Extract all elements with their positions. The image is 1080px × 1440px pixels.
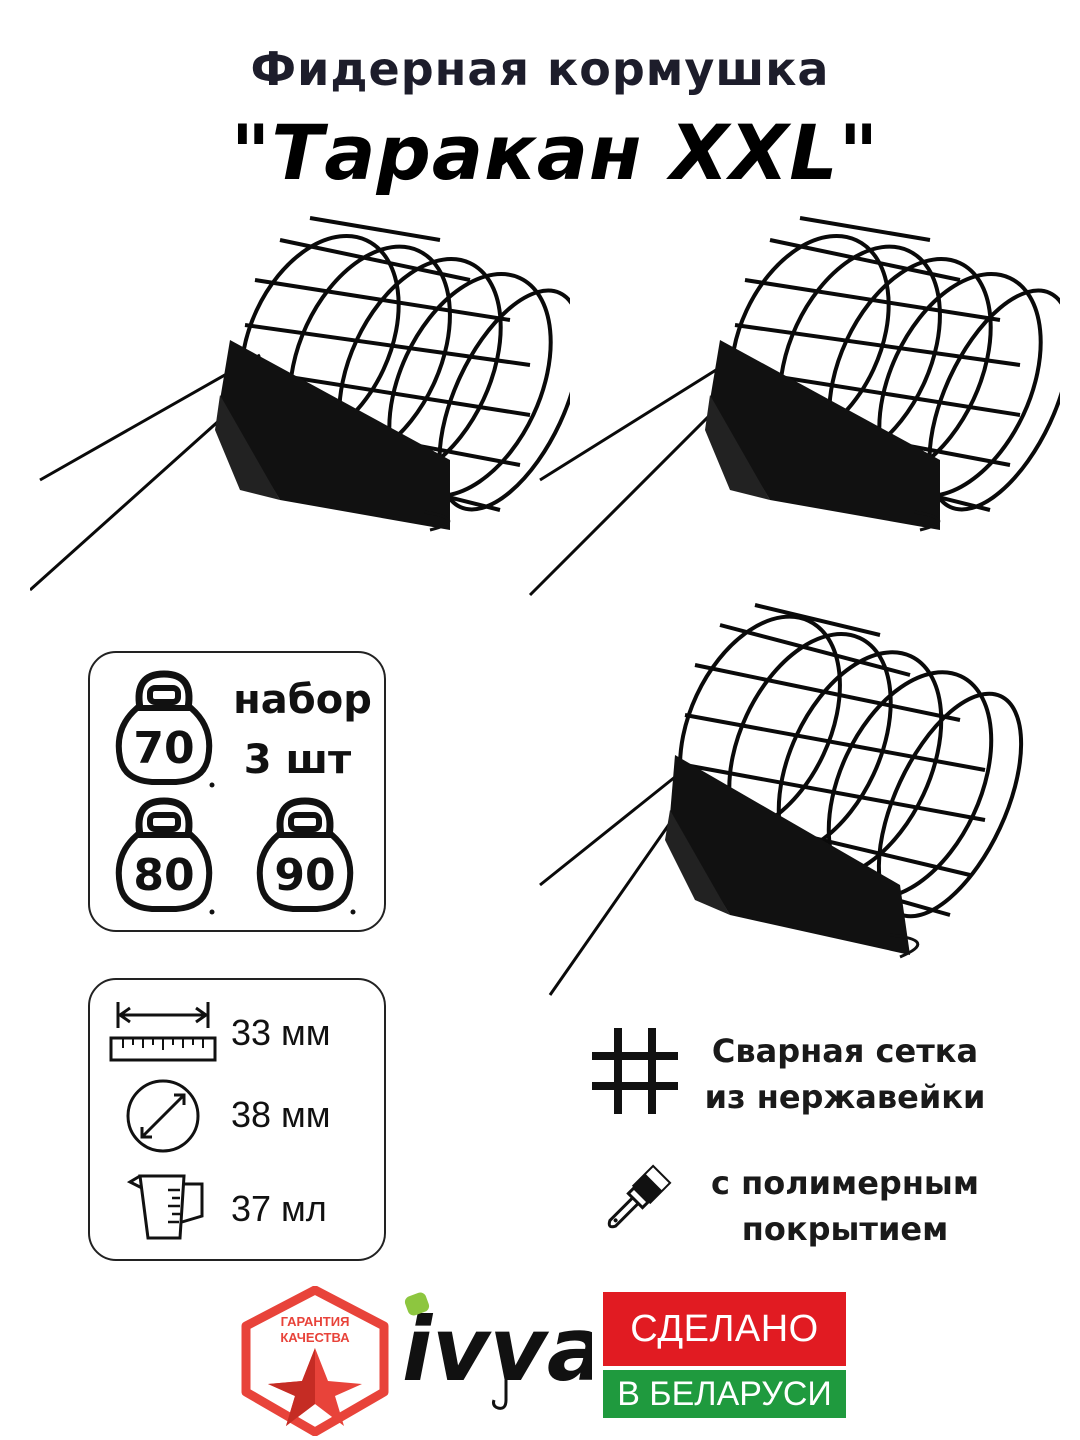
weight-70: 70	[133, 723, 194, 774]
feature-mesh-line1: Сварная сетка	[711, 1032, 979, 1070]
feeder-image-3	[539, 603, 1024, 996]
product-name: "Таракан XXL"	[230, 108, 880, 197]
page-title: Фидерная кормушка	[250, 42, 830, 96]
ruler-icon	[109, 1002, 217, 1062]
kettlebell-icon: 80	[115, 797, 215, 915]
specs-box	[88, 978, 386, 1261]
kettlebell-icon: 90	[256, 797, 356, 915]
quality-badge-icon: ГАРАНТИЯ КАЧЕСТВА	[241, 1286, 389, 1436]
spec-diameter: 38 мм	[231, 1094, 331, 1135]
weight-90: 90	[274, 850, 335, 901]
feature-coating-line1: с полимерным	[710, 1164, 980, 1202]
kettlebell-icon: 70	[115, 670, 215, 788]
set-label-line2: 3 шт	[243, 737, 352, 783]
brand-name: ivva	[402, 1298, 592, 1401]
spec-length: 33 мм	[231, 1012, 331, 1053]
made-in-country: В БЕЛАРУСИ	[603, 1370, 846, 1418]
feature-mesh-line2: из нержавейки	[704, 1078, 986, 1116]
feeder-image-2	[528, 216, 1060, 597]
made-in-label: СДЕЛАНО	[603, 1292, 846, 1366]
feeder-image-1	[30, 216, 570, 592]
weight-80: 80	[133, 850, 194, 901]
measuring-cup-icon	[126, 1174, 204, 1240]
spec-volume: 37 мл	[231, 1188, 327, 1229]
paint-brush-icon	[607, 1164, 672, 1229]
set-label-line1: набор	[233, 677, 372, 723]
quality-badge-line2: КАЧЕСТВА	[280, 1330, 350, 1345]
brand-logo: ivva	[402, 1292, 592, 1410]
diameter-icon	[126, 1079, 200, 1153]
feature-coating-line2: покрытием	[741, 1210, 949, 1248]
grid-hash-icon	[592, 1028, 678, 1114]
quality-badge-line1: ГАРАНТИЯ	[281, 1314, 350, 1329]
